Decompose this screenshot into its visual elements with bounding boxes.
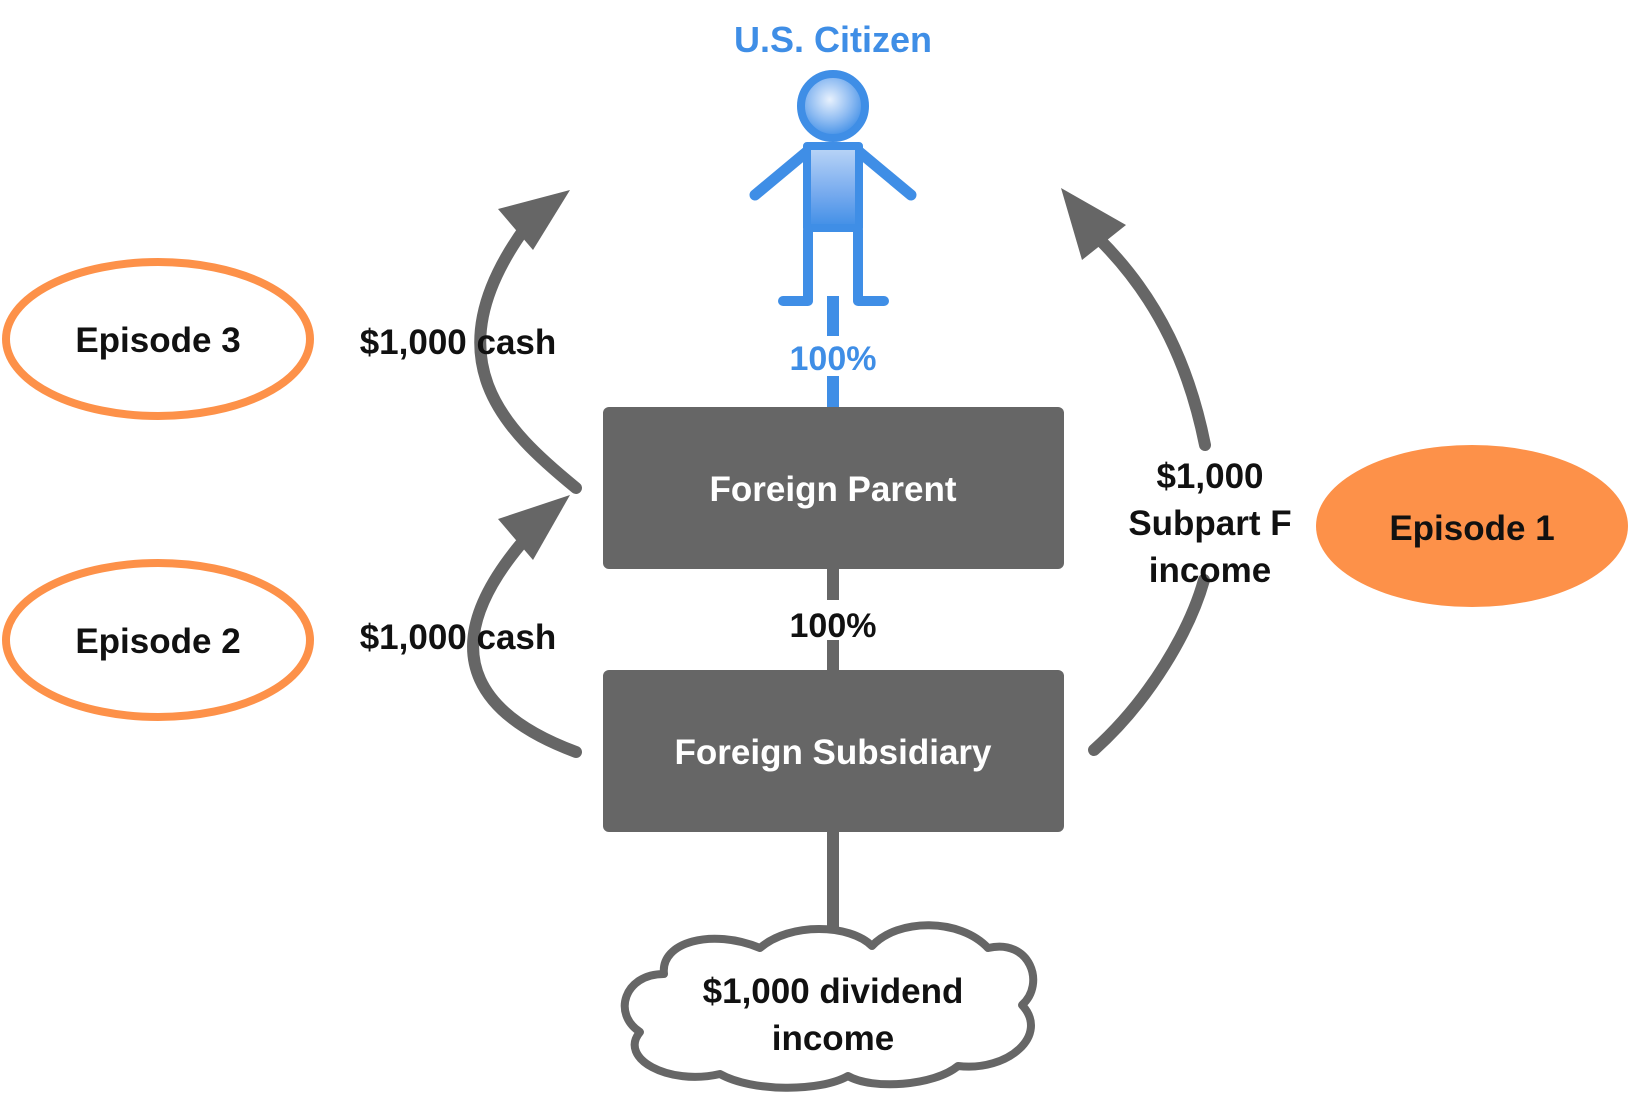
foreign-parent-box (603, 407, 1064, 569)
episode1-label: Episode 1 (1389, 509, 1554, 548)
episode1-subpart-f-arrow (1061, 188, 1211, 756)
episode2-oval (2, 559, 314, 721)
foreign-subsidiary-box (603, 670, 1064, 832)
ownership-citizen-parent: 100% (790, 340, 877, 378)
episode2-label: Episode 2 (75, 622, 240, 661)
person-icon (749, 70, 917, 306)
foreign-parent-label: Foreign Parent (710, 470, 957, 509)
episode3-label: Episode 3 (75, 321, 240, 360)
ownership-parent-subsidiary: 100% (790, 607, 877, 645)
dividend-income-line2: income (772, 1019, 895, 1058)
subpart-f-label-line3: income (1149, 551, 1272, 590)
subpart-f-label-line2: Subpart F (1128, 504, 1291, 543)
episode3-cash-arrow (474, 190, 582, 494)
episode2-cash-label: $1,000 cash (360, 618, 557, 657)
dividend-income-line1: $1,000 dividend (703, 972, 964, 1011)
subpart-f-label-line1: $1,000 (1156, 457, 1263, 496)
episode3-oval (2, 258, 314, 420)
episode3-cash-label: $1,000 cash (360, 323, 557, 362)
foreign-subsidiary-label: Foreign Subsidiary (675, 733, 993, 772)
cloud-icon (620, 921, 1038, 1092)
citizen-label: U.S. Citizen (734, 19, 932, 60)
episode2-cash-arrow (467, 495, 582, 758)
episode1-oval (1316, 445, 1628, 607)
